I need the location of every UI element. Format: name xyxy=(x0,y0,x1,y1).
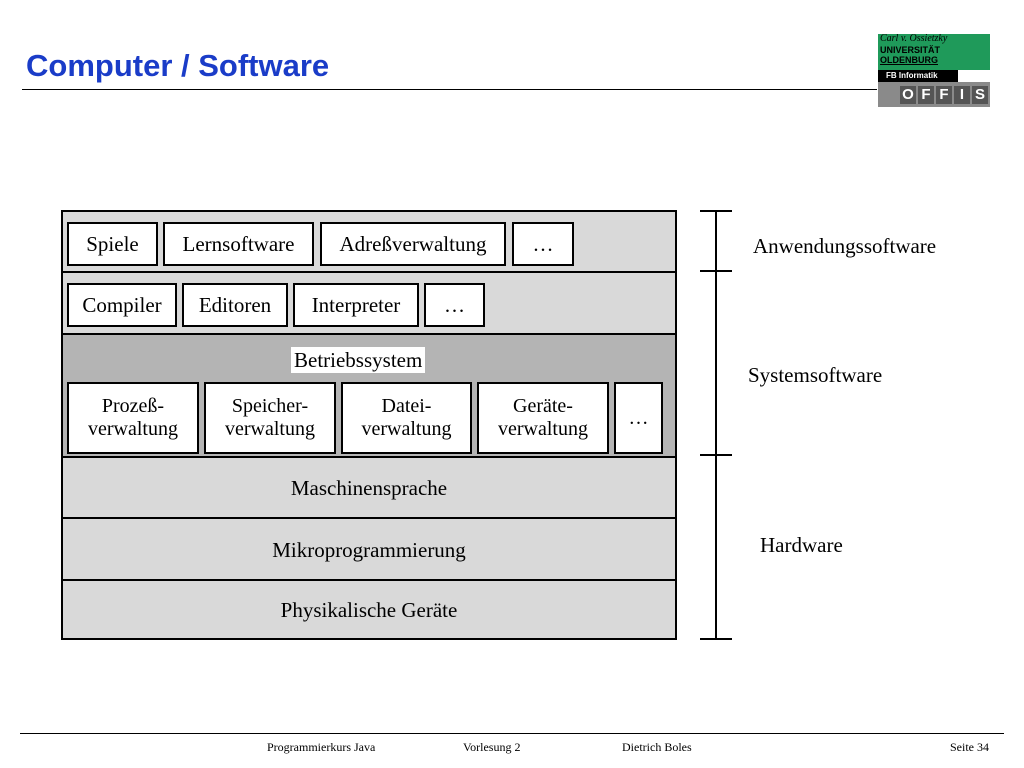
app-box-address-management: Adreßverwaltung xyxy=(320,222,506,266)
layer-bracket xyxy=(700,210,732,640)
os-box-line: verwaltung xyxy=(361,418,452,440)
os-box-line: Datei- xyxy=(381,395,432,417)
slide-title: Computer / Software xyxy=(26,48,330,83)
footer-lecture: Vorlesung 2 xyxy=(463,740,521,754)
footer-course: Programmierkurs Java xyxy=(267,740,376,754)
tool-box-editors: Editoren xyxy=(182,283,288,327)
tool-box-compiler: Compiler xyxy=(67,283,177,327)
footer-rule xyxy=(20,733,1004,734)
software-layer-diagram: Spiele Lernsoftware Adreßverwaltung … Co… xyxy=(61,210,677,640)
os-box-line: verwaltung xyxy=(88,418,178,440)
logo-line-2: OLDENBURG xyxy=(880,55,938,65)
footer-page-number: Seite 34 xyxy=(950,740,989,754)
logo-letter: F xyxy=(936,86,952,104)
os-box-more: … xyxy=(614,382,663,454)
title-underline xyxy=(22,89,877,90)
os-box-line: Speicher- xyxy=(231,395,309,417)
app-box-learning-software: Lernsoftware xyxy=(163,222,314,266)
bracket-tick xyxy=(700,210,732,212)
os-box-line: verwaltung xyxy=(225,418,315,440)
operating-system-row: Betriebssystem Prozeß- verwaltung Speich… xyxy=(63,335,675,458)
logo-letter: F xyxy=(918,86,934,104)
machine-language-row: Maschinensprache xyxy=(63,458,675,519)
application-software-label: Anwendungssoftware xyxy=(753,234,937,258)
logo-green-panel: Carl v. Ossietzky UNIVERSITÄT OLDENBURG xyxy=(878,34,990,70)
machine-language-label: Maschinensprache xyxy=(290,476,448,500)
os-box-line: Prozeß- xyxy=(101,395,165,417)
logo-signature: Carl v. Ossietzky xyxy=(880,33,948,44)
bracket-vertical-line xyxy=(715,210,717,640)
logo-line-1: UNIVERSITÄT xyxy=(880,45,941,55)
os-box-line: verwaltung xyxy=(498,418,588,440)
footer-author: Dietrich Boles xyxy=(622,740,692,754)
app-box-more: … xyxy=(512,222,574,266)
logo-gray-panel xyxy=(878,82,990,107)
operating-system-label: Betriebssystem xyxy=(291,347,426,373)
hardware-label: Hardware xyxy=(760,533,843,557)
logo-letter: I xyxy=(954,86,970,104)
physical-devices-label: Physikalische Geräte xyxy=(280,598,458,622)
os-box-line: … xyxy=(628,406,649,429)
os-box-memory-management: Speicher- verwaltung xyxy=(204,382,336,454)
os-box-file-management: Datei- verwaltung xyxy=(341,382,472,454)
logo-fb-informatik: FB Informatik xyxy=(878,70,958,82)
tool-box-more: … xyxy=(424,283,485,327)
bracket-tick xyxy=(700,454,732,456)
tool-box-interpreter: Interpreter xyxy=(293,283,419,327)
os-box-device-management: Geräte- verwaltung xyxy=(477,382,609,454)
os-box-process-management: Prozeß- verwaltung xyxy=(67,382,199,454)
os-box-line: Geräte- xyxy=(513,395,573,417)
system-software-label: Systemsoftware xyxy=(748,363,883,387)
bracket-tick xyxy=(700,270,732,272)
microprogramming-label: Mikroprogrammierung xyxy=(272,538,466,562)
logo-letter: O xyxy=(900,86,916,104)
logo-letter: S xyxy=(972,86,988,104)
microprogramming-row: Mikroprogrammierung xyxy=(63,519,675,581)
university-offis-logo: Carl v. Ossietzky UNIVERSITÄT OLDENBURG … xyxy=(878,34,990,107)
application-row: Spiele Lernsoftware Adreßverwaltung … xyxy=(63,212,675,273)
physical-devices-row: Physikalische Geräte xyxy=(63,581,675,638)
tool-row: Compiler Editoren Interpreter … xyxy=(63,273,675,335)
bracket-tick xyxy=(700,638,732,640)
app-box-games: Spiele xyxy=(67,222,158,266)
logo-offis-letters: O F F I S xyxy=(900,86,988,104)
